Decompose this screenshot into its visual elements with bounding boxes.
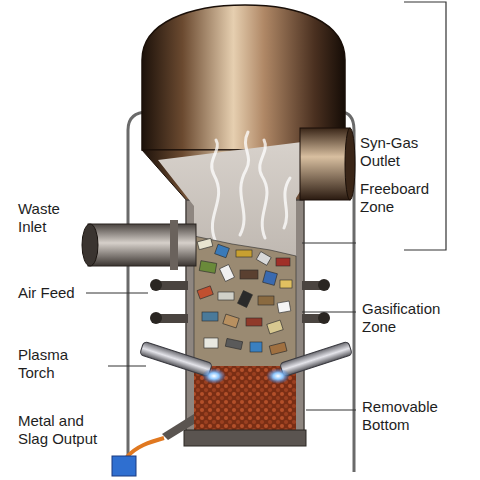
rising-gases xyxy=(212,132,290,240)
leader-line xyxy=(306,410,356,411)
waste-piece xyxy=(199,261,216,274)
leader-line xyxy=(302,243,356,244)
zone-bracket xyxy=(404,2,446,250)
waste-piece xyxy=(225,338,242,349)
slag-stream xyxy=(126,438,164,458)
leader-line xyxy=(302,312,356,313)
waste-piece xyxy=(269,342,287,355)
inlet-pipe xyxy=(88,224,196,266)
part-label: Waste Inlet xyxy=(18,200,84,236)
waste-piece xyxy=(256,252,271,266)
gas-wisp xyxy=(240,132,249,235)
plasma-torches xyxy=(140,341,353,384)
support-leg xyxy=(128,112,148,472)
plasma-glow xyxy=(266,368,290,384)
leader-line xyxy=(108,366,146,367)
molten-bed xyxy=(194,366,296,430)
air-nozzles xyxy=(150,279,330,324)
waste-piece xyxy=(246,318,262,326)
part-label: Plasma Torch xyxy=(18,346,106,382)
part-label: Freeboard Zone xyxy=(360,180,440,216)
removable-bottom xyxy=(184,430,306,446)
air-nozzle xyxy=(150,279,162,291)
leader-lines xyxy=(86,243,356,410)
inlet-opening xyxy=(82,224,98,266)
part-label: Syn-Gas Outlet xyxy=(360,134,440,170)
waste-piece xyxy=(204,338,218,348)
slag-container xyxy=(112,456,136,476)
gas-wisp xyxy=(284,178,290,228)
waste-piece xyxy=(236,250,252,257)
leader-line xyxy=(86,293,148,294)
inlet-flange xyxy=(170,220,178,270)
waste-piece xyxy=(202,312,218,321)
waste-piece xyxy=(250,342,262,352)
waste-piece xyxy=(238,291,253,308)
part-label: Metal and Slag Output xyxy=(18,412,102,448)
waste-piece xyxy=(218,292,234,300)
slag-spout xyxy=(162,414,194,440)
waste-piece xyxy=(276,258,290,266)
waste-piece xyxy=(215,244,230,258)
waste-piece xyxy=(223,314,239,328)
outlet-flange xyxy=(345,128,355,200)
waste-piece xyxy=(258,296,274,305)
waste-piece xyxy=(267,320,283,334)
air-nozzle xyxy=(318,279,330,291)
waste-piece xyxy=(220,265,235,282)
waste-piece xyxy=(240,270,258,279)
waste-piece xyxy=(280,280,292,288)
gas-wisp xyxy=(260,140,267,238)
waste-piece xyxy=(263,271,278,286)
plasma-torch xyxy=(280,341,353,377)
plasma-glow xyxy=(202,368,226,384)
waste-piece xyxy=(197,238,213,249)
outlet-pipe xyxy=(300,128,350,200)
waste-piece xyxy=(277,301,291,313)
part-label: Removable Bottom xyxy=(362,398,472,434)
gas-wisp xyxy=(212,140,219,240)
part-label: Gasification Zone xyxy=(362,300,472,336)
air-nozzle xyxy=(318,312,330,324)
part-label: Air Feed xyxy=(18,284,98,302)
air-nozzle xyxy=(150,312,162,324)
waste-mass xyxy=(194,236,296,372)
waste-pile xyxy=(194,236,296,372)
plasma-torch xyxy=(140,341,213,377)
waste-piece xyxy=(197,286,213,299)
